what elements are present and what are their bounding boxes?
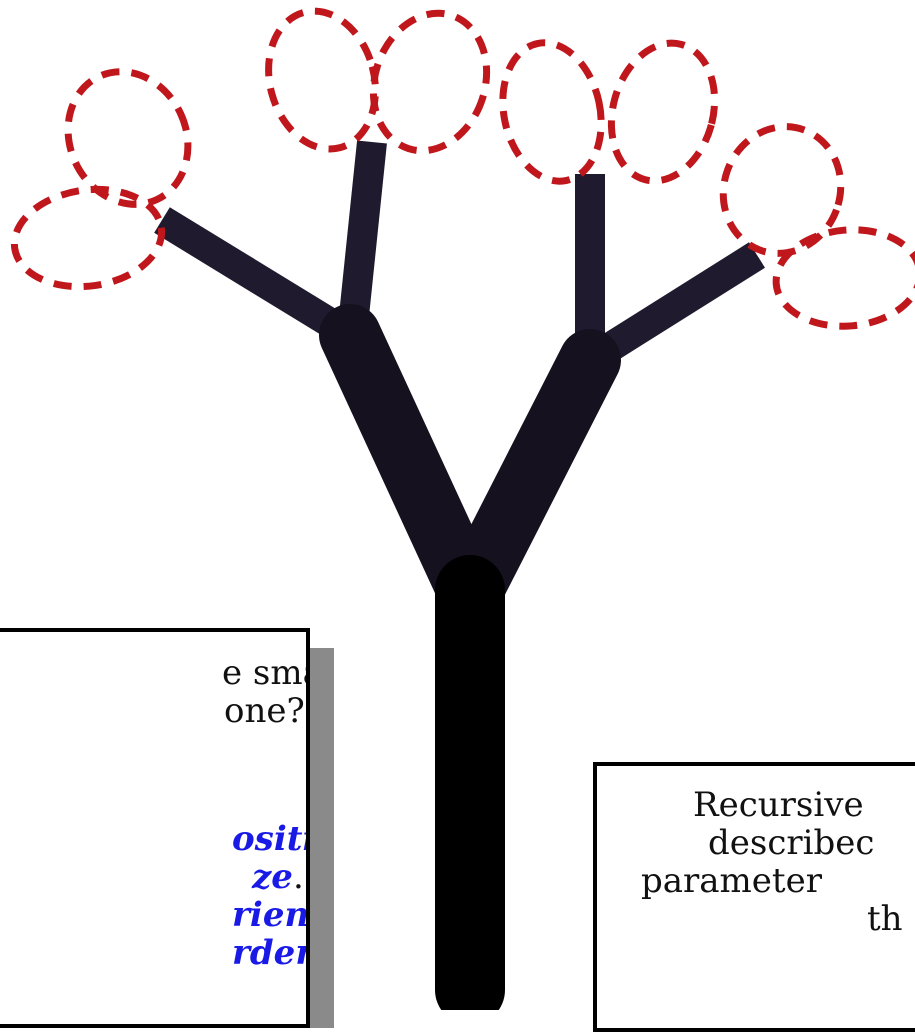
keyword-item: ze. — [252, 858, 304, 896]
tree-diagram — [10, 7, 915, 1010]
keyword-text: ze — [252, 857, 293, 897]
right-text-box: Recursive describec parameter th — [593, 762, 915, 1032]
leaf-ellipse — [772, 226, 915, 330]
right-line-1: Recursive — [693, 785, 864, 825]
leaf-ellipse — [499, 39, 605, 185]
left-text-box: e smaller one? osition. ze. rientation. … — [0, 628, 310, 1028]
leaves — [10, 7, 915, 330]
leaf-ellipse — [607, 39, 719, 185]
branch-left-upper — [154, 207, 358, 348]
leaf-ellipse — [64, 68, 192, 208]
leaf-ellipse — [719, 123, 845, 257]
keyword-item: rder. — [232, 933, 310, 973]
mid-branches — [319, 304, 621, 626]
keyword-text: osition — [232, 819, 306, 859]
keyword-item: rientation. — [232, 895, 310, 935]
leaf-ellipse — [369, 9, 491, 155]
leaf-ellipse — [265, 7, 379, 153]
right-line-3: parameter — [641, 861, 822, 901]
branch-left-vertical — [337, 140, 387, 337]
right-line-4: th — [867, 899, 903, 939]
question-line-2: one? — [224, 691, 305, 731]
keyword-punct: . — [292, 857, 304, 897]
branch-left-main — [319, 304, 501, 626]
branch-right-main — [439, 329, 621, 626]
keyword-item: osition. — [232, 819, 306, 859]
question-line-1: e smaller — [222, 653, 306, 693]
leaf-ellipse — [10, 185, 166, 291]
keyword-text: rientation — [232, 895, 310, 935]
keyword-text: rder — [232, 933, 310, 973]
branches — [154, 140, 765, 373]
right-line-2: describec — [708, 823, 875, 863]
branch-right-upper — [582, 242, 765, 373]
